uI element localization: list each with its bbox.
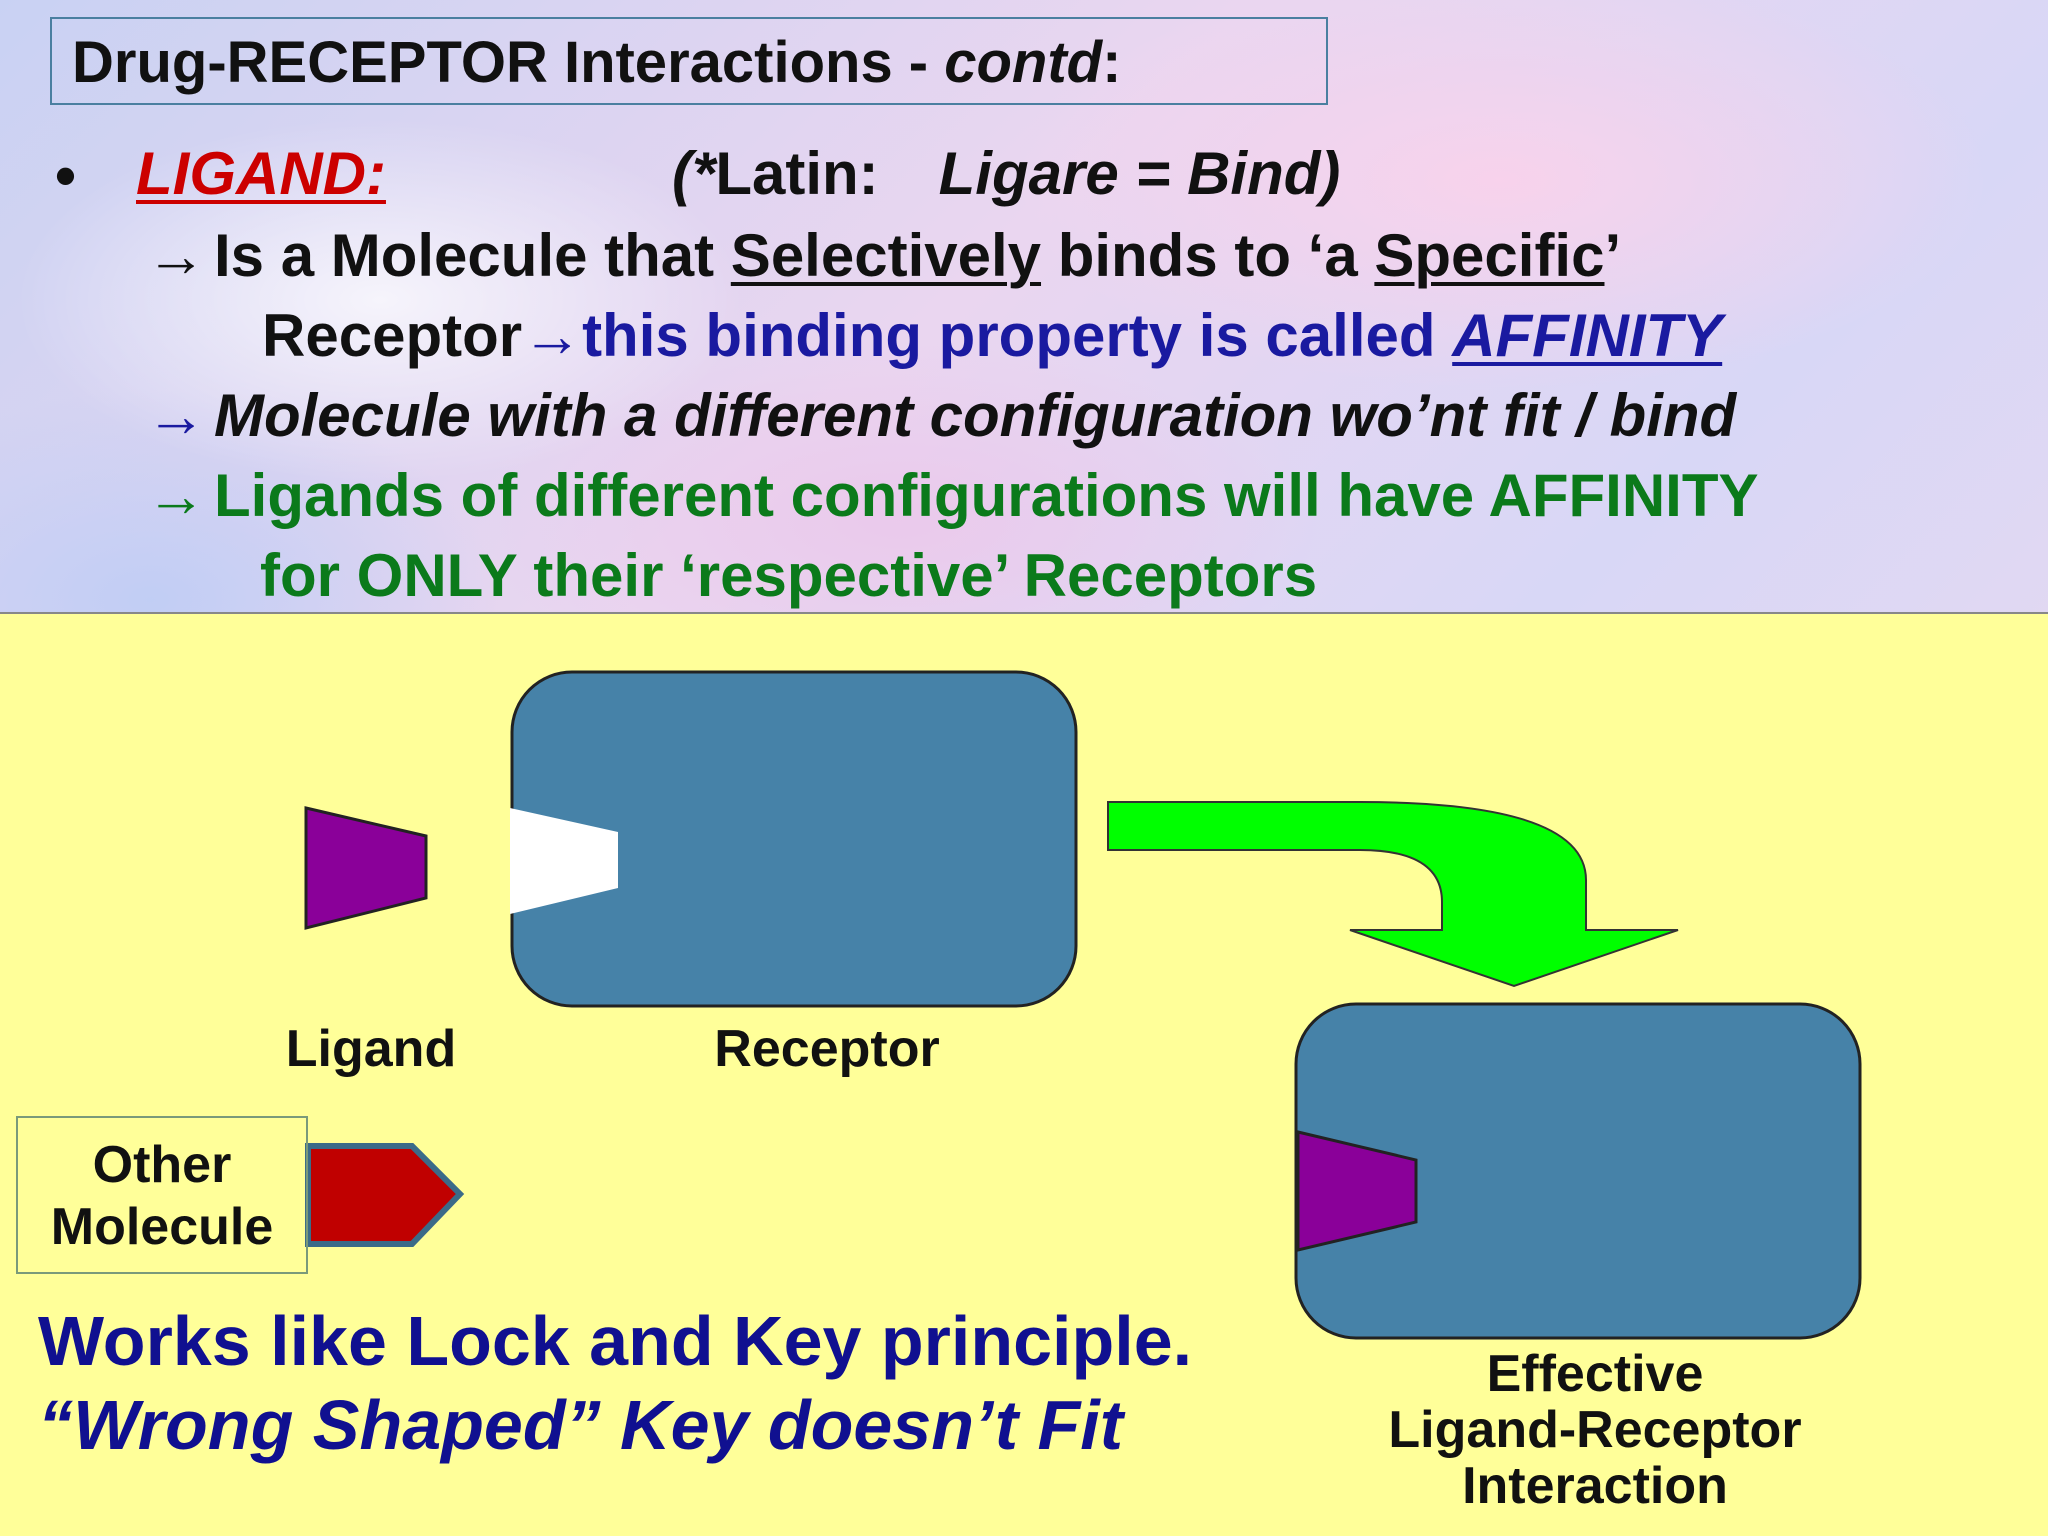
bullet-dot: • <box>55 142 77 209</box>
title-italic: contd <box>944 30 1103 95</box>
latin-definition: (*Latin: Ligare = Bind) <box>672 138 1340 210</box>
other-molecule-shape <box>305 1143 465 1247</box>
footer-line-1: Works like Lock and Key principle. <box>38 1302 1193 1380</box>
latin-def: Ligare = Bind) <box>938 140 1341 207</box>
other-label-line-1: Other <box>92 1136 232 1194</box>
point-1-selectively: Selectively <box>730 222 1042 289</box>
point-1-binding: this binding property is called <box>582 302 1453 369</box>
point-1-cont: Receptor→this binding property is called… <box>262 300 1722 372</box>
effective-line-2: Ligand-Receptor <box>1388 1401 1802 1459</box>
other-label-line-2: Molecule <box>50 1198 274 1256</box>
ligand-term: LIGAND: <box>136 138 386 210</box>
point-1-receptor: Receptor <box>262 302 523 369</box>
point-3-text: Ligands of different configurations will… <box>214 462 1759 529</box>
point-1-pre: Is a Molecule that <box>214 222 731 289</box>
point-1: →Is a Molecule that Selectively binds to… <box>146 220 1621 292</box>
arrow-icon: → <box>146 382 206 449</box>
affinity-term: AFFINITY <box>1452 302 1723 369</box>
arrow-icon: → <box>146 222 206 289</box>
latin-word: Latin: <box>715 140 879 207</box>
complex-ligand-shape <box>1296 1130 1418 1252</box>
point-3: →Ligands of different configurations wil… <box>146 460 1759 532</box>
effective-line-3: Interaction <box>1462 1457 1728 1515</box>
point-1-mid: binds to ‘a <box>1041 222 1375 289</box>
latin-open: (* <box>672 140 716 207</box>
ligand-shape <box>304 806 428 930</box>
footer-line-2: “Wrong Shaped” Key doesn’t Fit <box>38 1386 1124 1464</box>
arrow-icon: → <box>146 462 206 529</box>
effective-interaction-label: Effective Ligand-Receptor Interaction <box>1330 1346 1860 1514</box>
complex-receptor-shape <box>1294 1002 1862 1340</box>
point-2-text: Molecule with a different configuration … <box>214 382 1737 449</box>
slide-title: Drug-RECEPTOR Interactions - contd: <box>72 28 1121 98</box>
ligand-label: Ligand <box>285 1020 457 1078</box>
title-main: Drug-RECEPTOR Interactions - <box>72 30 945 95</box>
point-1-specific: Specific <box>1374 222 1605 289</box>
other-molecule-label: Other Molecule <box>16 1134 308 1258</box>
point-3-cont: for ONLY their ‘respective’ Receptors <box>260 540 1317 612</box>
arrow-icon: → <box>522 302 583 369</box>
receptor-binding-site <box>510 808 618 914</box>
effective-line-1: Effective <box>1486 1345 1704 1403</box>
point-1-post: ’ <box>1604 222 1622 289</box>
transition-arrow <box>1107 801 1679 988</box>
ligand-term-text: LIGAND: <box>136 140 386 207</box>
title-suffix: : <box>1102 30 1122 95</box>
point-2: →Molecule with a different configuration… <box>146 380 1736 452</box>
other-molecule-box <box>16 1116 308 1274</box>
point-3-cont-text: for ONLY their ‘respective’ Receptors <box>260 542 1318 609</box>
receptor-label: Receptor <box>714 1020 940 1078</box>
title-box <box>50 17 1328 105</box>
